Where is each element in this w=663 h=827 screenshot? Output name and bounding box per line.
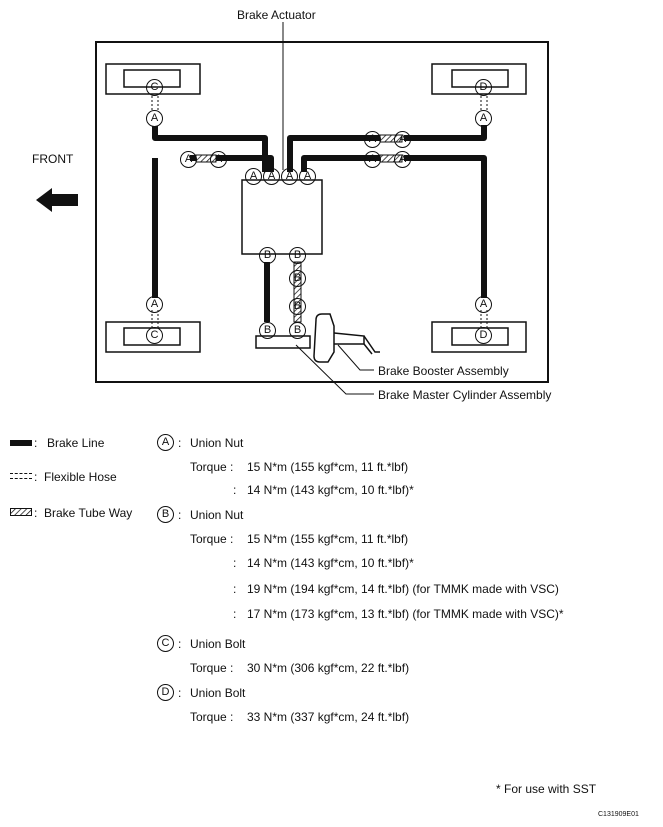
legend-flexible-hose: Flexible Hose (44, 470, 117, 484)
master-cylinder-booster (255, 313, 380, 363)
spec-d-name: Union Bolt (190, 686, 246, 700)
flexible-hose-swatch (10, 473, 32, 479)
marker-a-tube-right-bottom-2: A (394, 151, 411, 168)
spec-a-sep: : (178, 436, 182, 450)
tube-way-swatch (10, 508, 32, 516)
marker-a-actuator-2: A (263, 168, 280, 185)
vehicle-outline (95, 41, 549, 383)
brake-actuator-body (241, 179, 323, 255)
marker-a-tube-right-top-1: A (364, 131, 381, 148)
spec-d-marker: D (157, 684, 174, 701)
marker-a-tube-right-bottom-1: A (364, 151, 381, 168)
marker-a-actuator-4: A (299, 168, 316, 185)
marker-a-actuator-3: A (281, 168, 298, 185)
legend-sep-1: : (34, 436, 38, 450)
front-label: FRONT (32, 152, 74, 166)
marker-a-actuator-1: A (245, 168, 262, 185)
spec-c-torque-label: Torque : (190, 661, 234, 675)
master-leader (295, 344, 374, 395)
brake-line-swatch (10, 440, 32, 446)
spec-b-sep-2: : (233, 556, 237, 570)
spec-c-marker: C (157, 635, 174, 652)
marker-d-rear-right: D (475, 327, 492, 344)
spec-b-value-2: 14 N*m (143 kgf*cm, 10 ft.*lbf)* (247, 556, 414, 570)
brake-line-diagram (36, 22, 549, 395)
brake-actuator-label: Brake Actuator (237, 8, 316, 22)
spec-b-sep-3: : (233, 582, 237, 596)
marker-a-rear-right: A (475, 296, 492, 313)
marker-a-tube-left-1: A (180, 151, 197, 168)
spec-b-torque-label: Torque : (190, 532, 234, 546)
legend-sep-2: : (34, 470, 38, 484)
legend-sep-3: : (34, 506, 38, 520)
spec-a-sep-2: : (233, 483, 237, 497)
marker-b-actuator-1: B (259, 247, 276, 264)
spec-a-torque-label: Torque : (190, 460, 234, 474)
footnote: * For use with SST (496, 782, 597, 796)
legend-brake-line: Brake Line (47, 436, 105, 450)
spec-b-sep: : (178, 508, 182, 522)
spec-a-name: Union Nut (190, 436, 244, 450)
marker-c-front-left: C (146, 79, 163, 96)
spec-d-value-1: 33 N*m (337 kgf*cm, 24 ft.*lbf) (247, 710, 410, 724)
marker-b-tube-1: B (289, 270, 306, 287)
spec-a-marker: A (157, 434, 174, 451)
front-arrow-icon (36, 188, 78, 212)
spec-a-value-1: 15 N*m (155 kgf*cm, 11 ft.*lbf) (247, 460, 409, 474)
marker-b-tube-2: B (289, 298, 306, 315)
marker-d-front-right: D (475, 79, 492, 96)
marker-b-master-2: B (289, 322, 306, 339)
spec-b-value-3: 19 N*m (194 kgf*cm, 14 ft.*lbf) (for TMM… (247, 582, 559, 596)
spec-c-sep: : (178, 637, 182, 651)
spec-b-sep-4: : (233, 607, 237, 621)
figure-code: C131909E01 (598, 811, 639, 818)
marker-a-front-left: A (146, 110, 163, 127)
spec-b-name: Union Nut (190, 508, 244, 522)
spec-b-value-4: 17 N*m (173 kgf*cm, 13 ft.*lbf) (for TMM… (247, 607, 564, 621)
spec-c-name: Union Bolt (190, 637, 246, 651)
marker-a-front-right: A (475, 110, 492, 127)
legend-tube-way: Brake Tube Way (44, 506, 133, 520)
brake-master-cylinder-label: Brake Master Cylinder Assembly (378, 388, 552, 402)
spec-d-torque-label: Torque : (190, 710, 234, 724)
marker-a-tube-left-2: A (210, 151, 227, 168)
spec-a-value-2: 14 N*m (143 kgf*cm, 10 ft.*lbf)* (247, 483, 414, 497)
spec-b-marker: B (157, 506, 174, 523)
marker-c-rear-left: C (146, 327, 163, 344)
marker-a-tube-right-top-2: A (394, 131, 411, 148)
booster-leader (337, 344, 374, 371)
spec-d-sep: : (178, 686, 182, 700)
marker-b-actuator-2: B (289, 247, 306, 264)
spec-b-value-1: 15 N*m (155 kgf*cm, 11 ft.*lbf) (247, 532, 409, 546)
marker-a-rear-left: A (146, 296, 163, 313)
marker-b-master-1: B (259, 322, 276, 339)
brake-booster-label: Brake Booster Assembly (378, 364, 509, 378)
flexible-hoses (151, 96, 488, 330)
spec-c-value-1: 30 N*m (306 kgf*cm, 22 ft.*lbf) (247, 661, 410, 675)
